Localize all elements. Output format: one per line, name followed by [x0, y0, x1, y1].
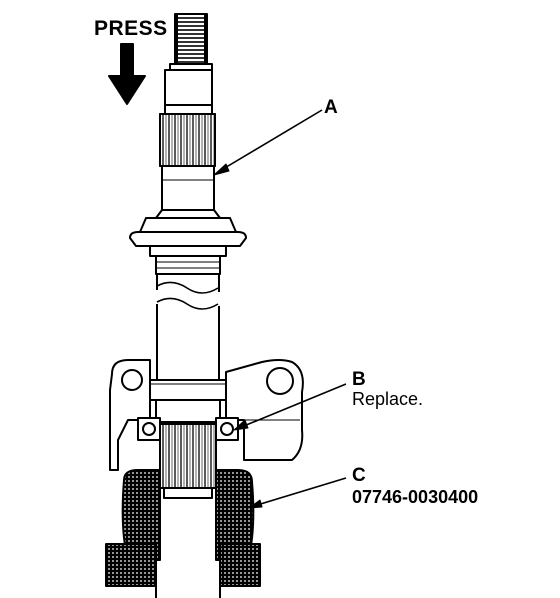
- leader-line-a: [213, 109, 323, 176]
- callout-b: B: [352, 369, 366, 390]
- wheel-bearing: [137, 417, 239, 441]
- leader-line-b: [233, 383, 347, 431]
- arrow-down-icon: [108, 43, 146, 105]
- callout-c-part-number: 07746-0030400: [352, 487, 479, 507]
- callout-a: A: [324, 97, 338, 118]
- press-bed: [105, 543, 261, 598]
- shaft-thread: [174, 13, 208, 65]
- driveshaft-upper: [155, 63, 221, 219]
- leader-line-c: [248, 477, 347, 509]
- shaft-flange: [129, 217, 247, 275]
- callout-c: C: [352, 465, 366, 486]
- callout-b-note: Replace.: [352, 389, 424, 409]
- hub-spline: [159, 423, 217, 499]
- driveshaft-lower: [146, 304, 232, 423]
- press-label: PRESS: [94, 17, 168, 40]
- shaft-break-line: [156, 274, 220, 310]
- steering-knuckle: [109, 359, 304, 471]
